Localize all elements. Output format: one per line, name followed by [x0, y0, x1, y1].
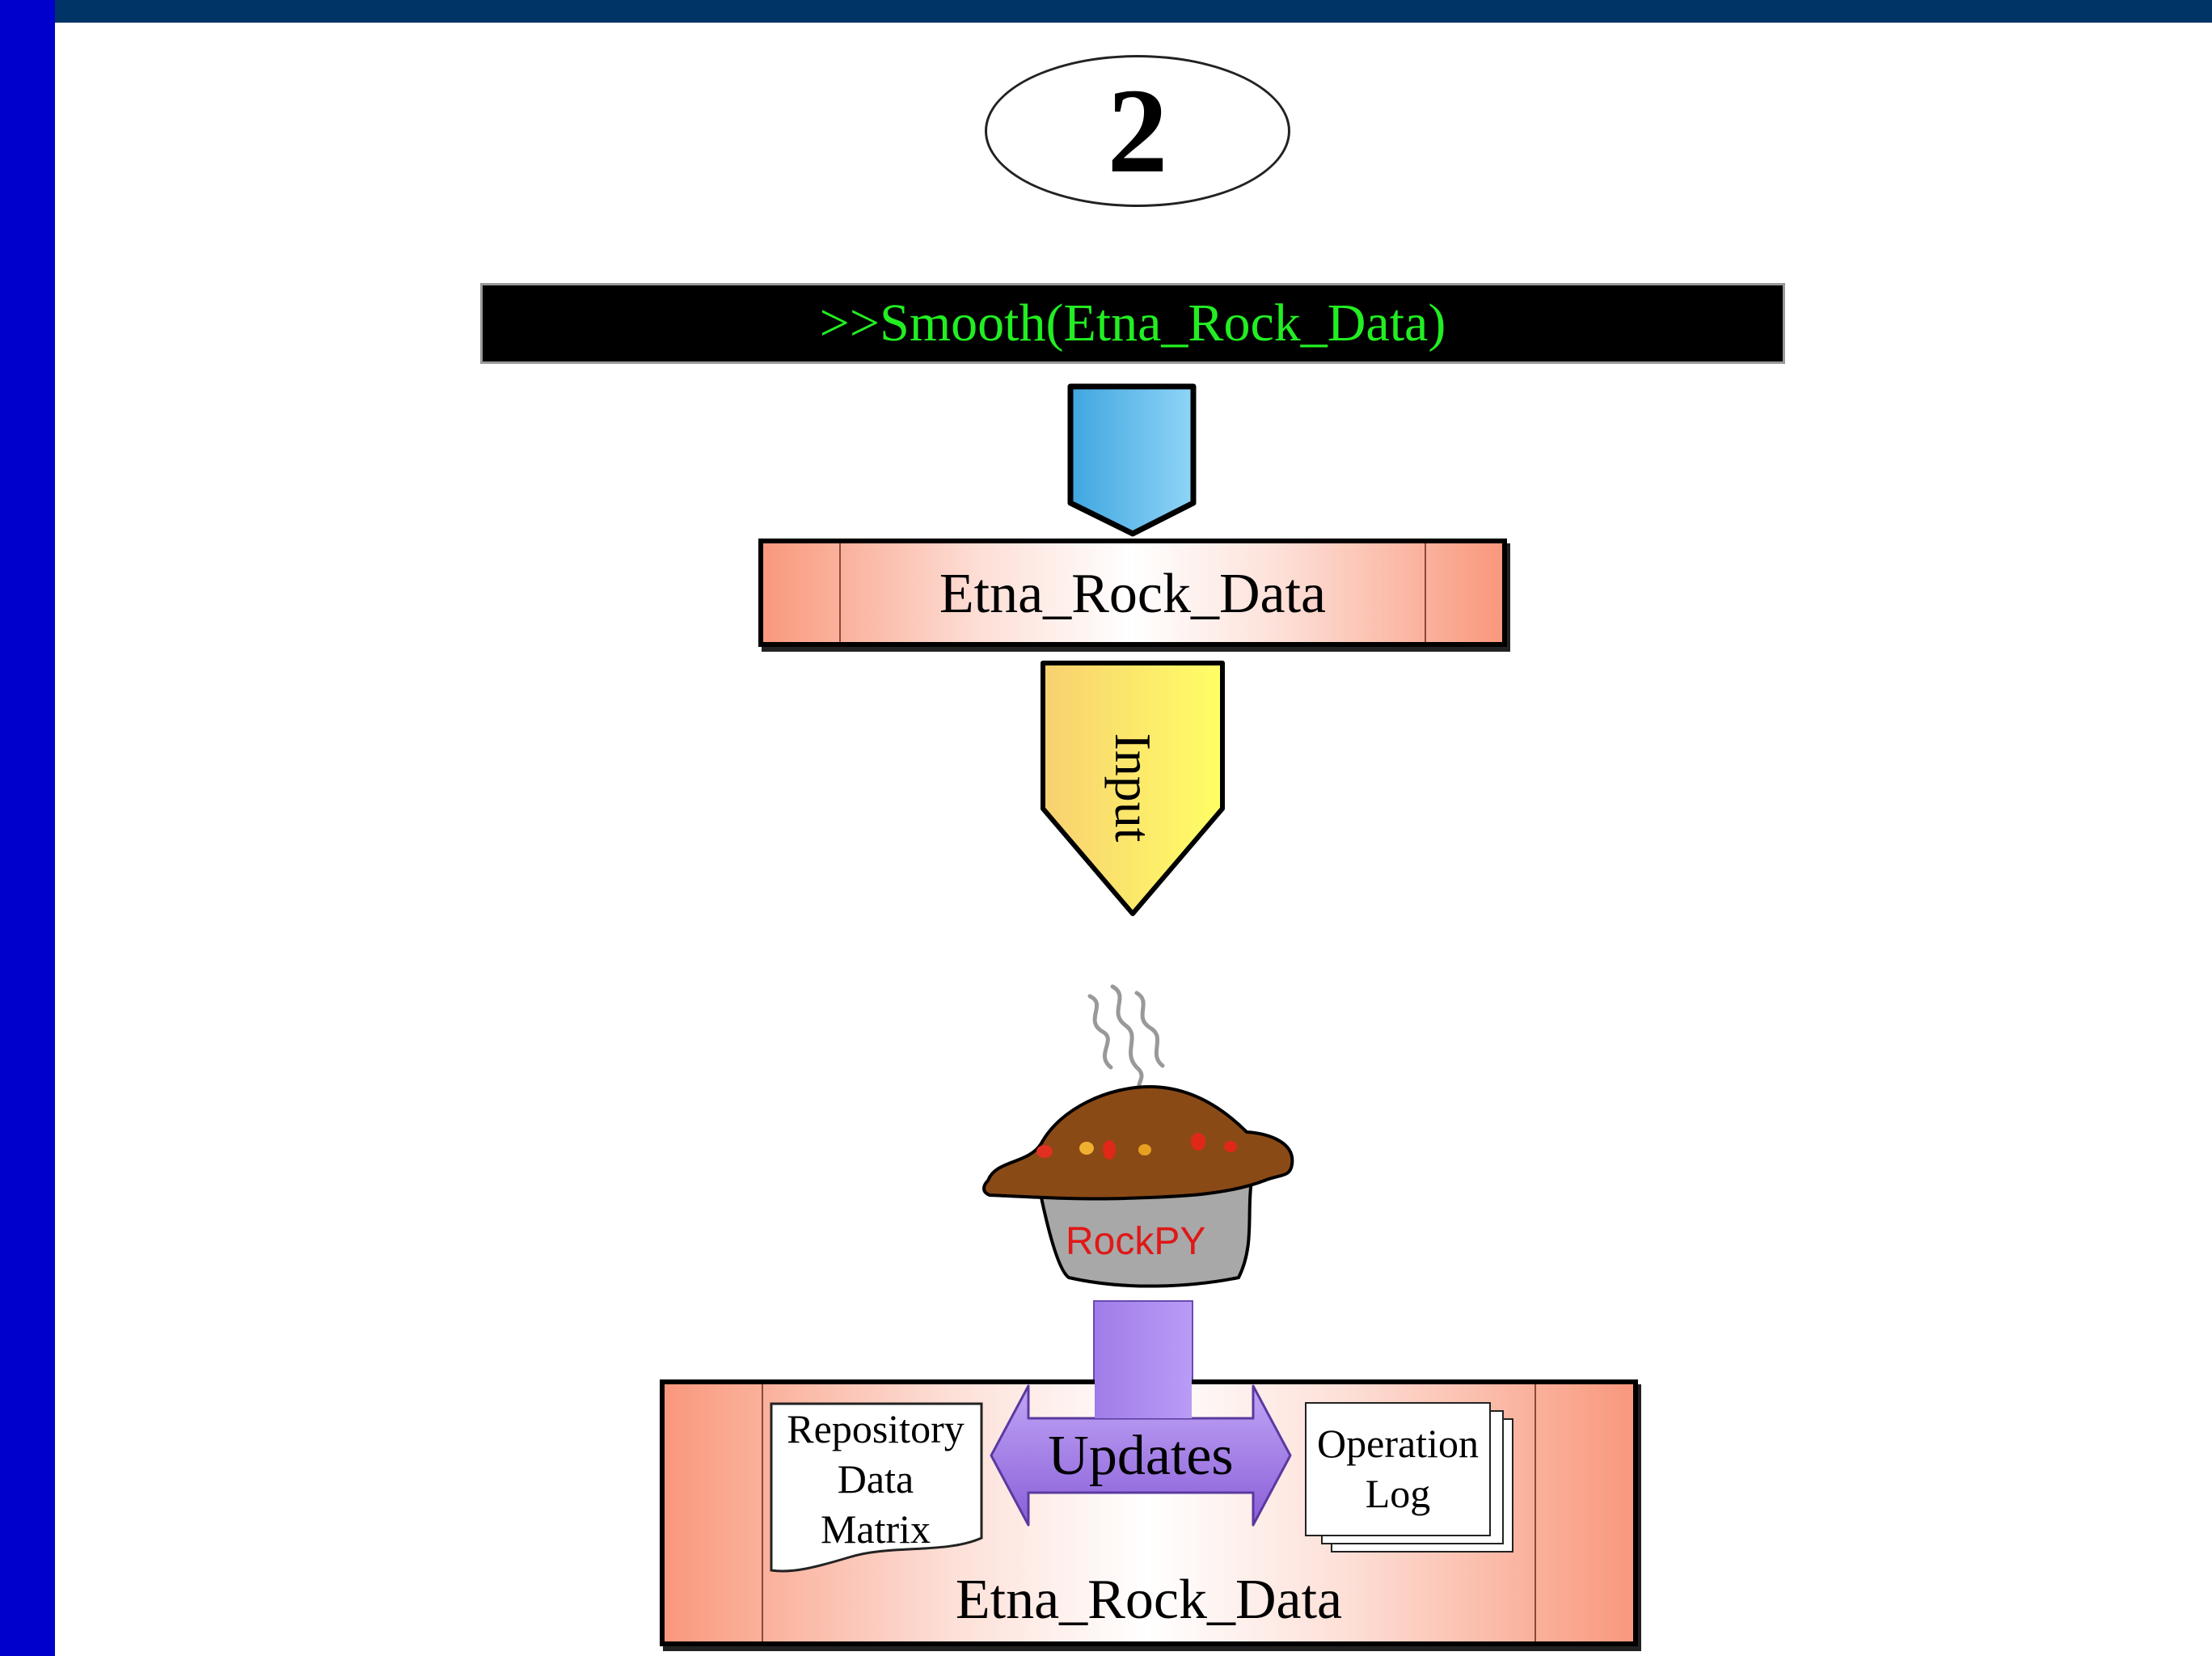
command-text: >>Smooth(Etna_Rock_Data) — [819, 294, 1446, 353]
data-matrix-document-icon — [770, 1402, 983, 1573]
command-line: >>Smooth(Etna_Rock_Data) — [480, 283, 1785, 364]
data-matrix-line-2: Data — [837, 1456, 914, 1502]
steam-icon — [1087, 984, 1165, 1093]
blue-down-arrow-icon — [1067, 383, 1197, 537]
operation-log-line-2: Log — [1365, 1471, 1431, 1516]
step-number-oval: 2 — [985, 55, 1290, 207]
left-accent-bar — [0, 0, 55, 1656]
operation-log-page-front — [1305, 1402, 1491, 1536]
pie-icon — [982, 1084, 1294, 1288]
data-matrix-line-3: Matrix — [820, 1506, 931, 1552]
data-matrix-line-1: Repository — [787, 1406, 965, 1451]
rockpy-label: RockPY — [1066, 1220, 1206, 1263]
data-matrix-label: Repository Data Matrix — [768, 1404, 983, 1554]
input-arrow-label: Input — [1104, 733, 1162, 843]
operation-log-line-1: Operation — [1317, 1421, 1479, 1466]
updates-double-arrow-icon — [990, 1384, 1292, 1527]
input-arrow-icon — [1041, 661, 1225, 916]
step-number: 2 — [1107, 64, 1168, 198]
dataset-box-label: Etna_Rock_Data — [939, 563, 1327, 625]
operation-log-label: Operation Log — [1305, 1418, 1491, 1519]
connector-stem-overlap — [1095, 1375, 1192, 1418]
header-bar — [0, 0, 2212, 23]
repository-box-label: Etna_Rock_Data — [955, 1569, 1343, 1631]
dataset-box: Etna_Rock_Data — [758, 539, 1507, 647]
updates-label: Updates — [1048, 1425, 1234, 1487]
